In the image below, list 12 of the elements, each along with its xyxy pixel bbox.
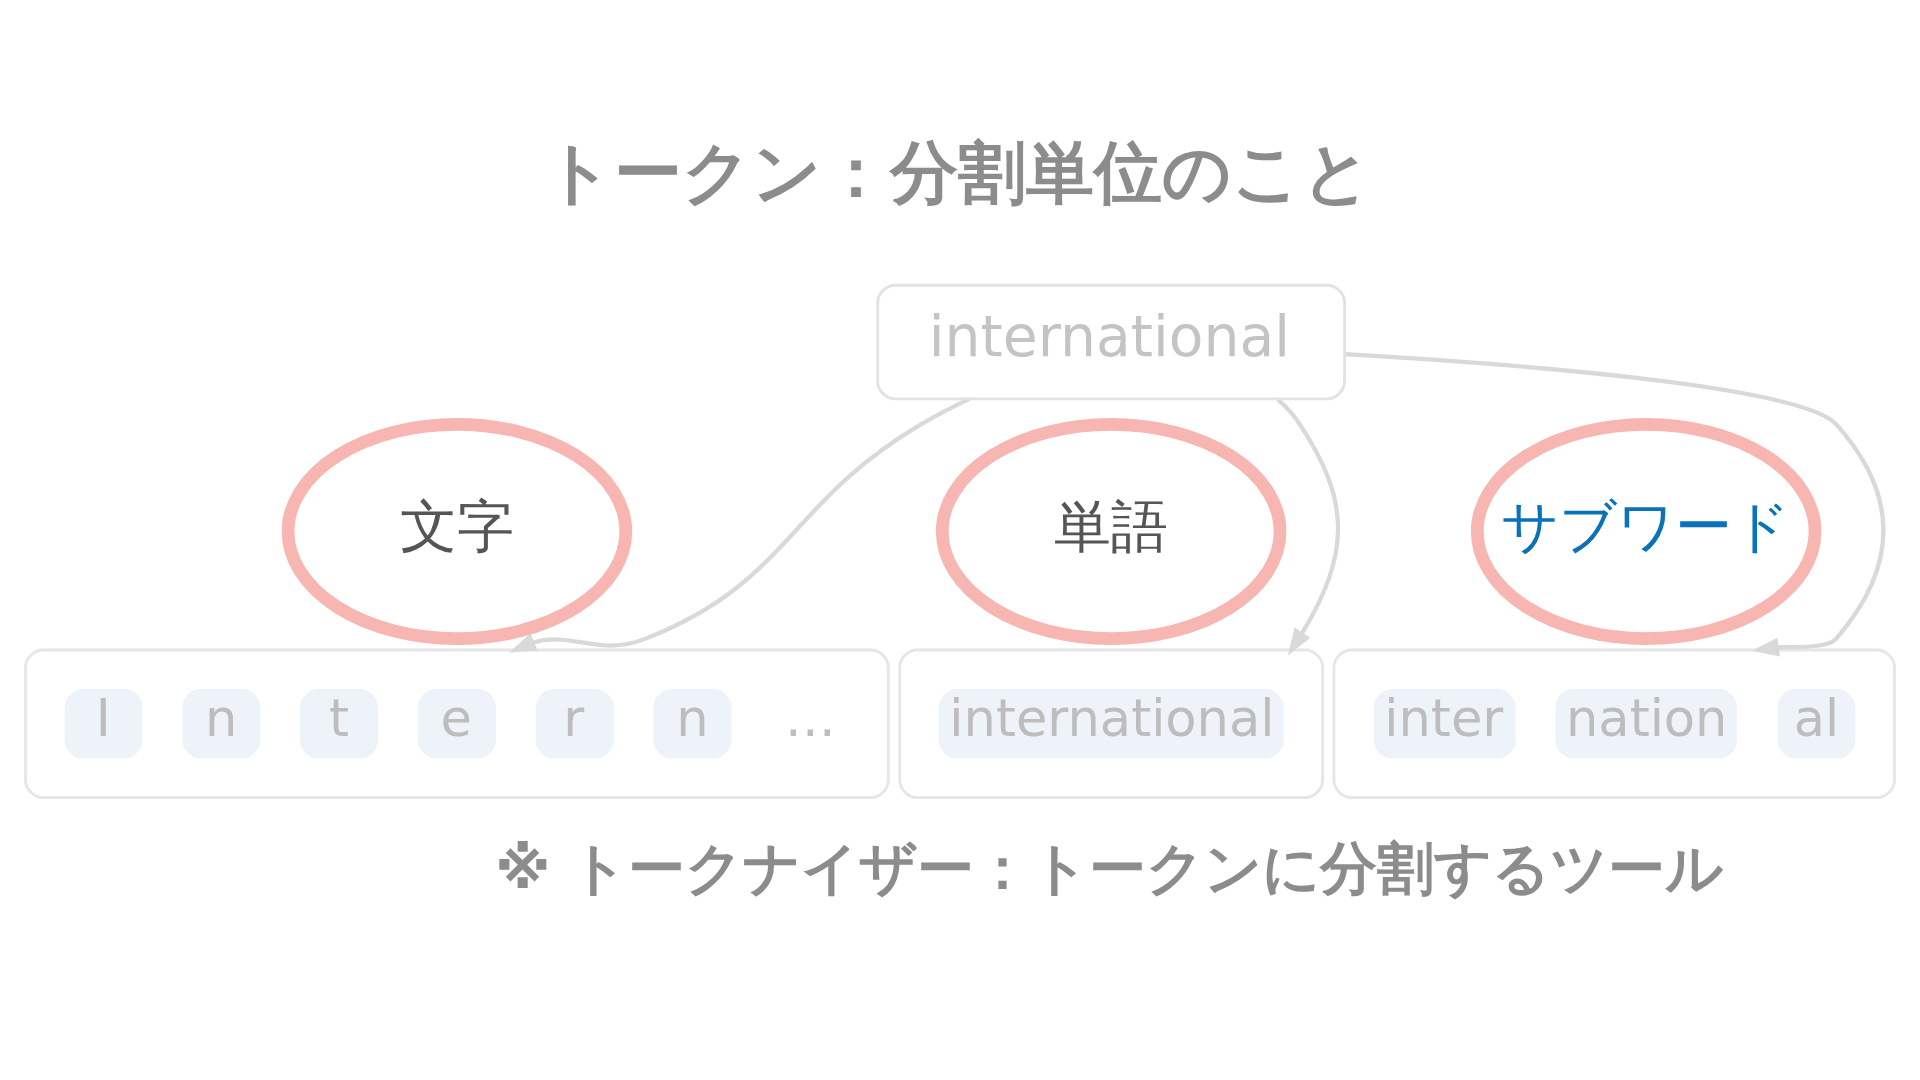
node-ellipse: 文字	[281, 417, 633, 645]
arrow	[1275, 397, 1341, 656]
label: …	[784, 689, 836, 749]
cluster	[24, 648, 890, 799]
node-box: international	[876, 283, 1346, 401]
caption: ※ トークナイザー：トークンに分割するツール	[495, 835, 1724, 902]
arrow	[1344, 352, 1886, 657]
cluster	[898, 648, 1324, 799]
node-ellipse: サブワード	[1470, 417, 1822, 645]
node-ellipse: 単語	[935, 417, 1287, 645]
cluster	[1332, 648, 1896, 799]
diagram-title: トークン：分割単位のこと	[544, 133, 1373, 213]
